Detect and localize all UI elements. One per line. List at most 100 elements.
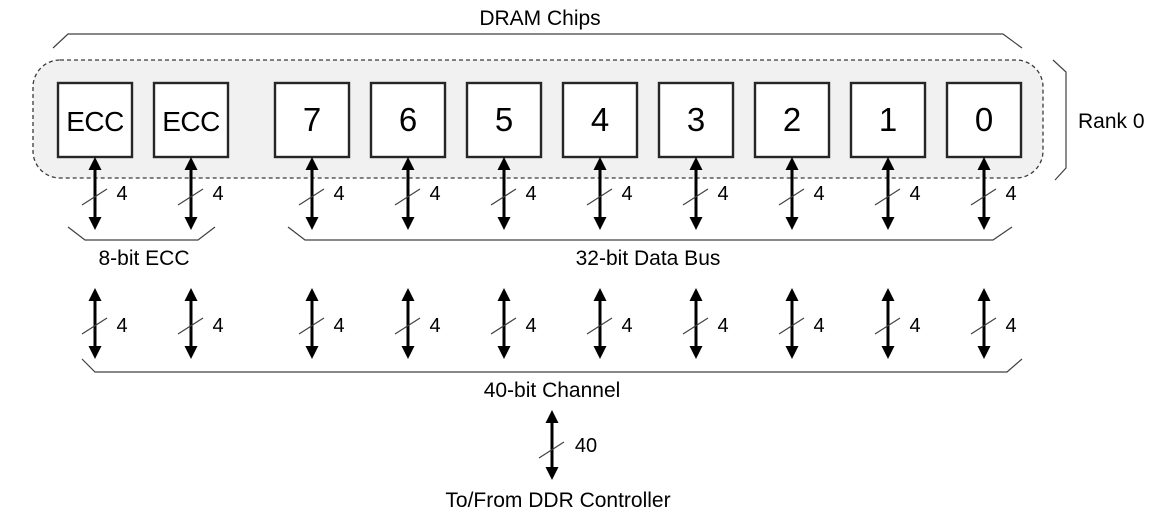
bus-width-label: 4 bbox=[909, 183, 920, 205]
dram-chip: 3 bbox=[657, 81, 735, 159]
arrow-head-up bbox=[184, 157, 198, 170]
bus-arrow: 4 bbox=[490, 288, 537, 359]
channel-label: 40-bit Channel bbox=[484, 379, 621, 402]
bus-arrow: 4 bbox=[682, 157, 729, 230]
arrow-head-up bbox=[401, 288, 415, 301]
bus-width-slash bbox=[490, 317, 517, 335]
bus-width-label: 4 bbox=[525, 315, 536, 337]
arrow-head-down bbox=[401, 346, 415, 359]
arrow-head-up bbox=[184, 288, 198, 301]
bus-width-slash bbox=[682, 188, 709, 206]
arrow-head-up bbox=[497, 157, 511, 170]
channel-bracket bbox=[81, 358, 1023, 373]
chip-label: 5 bbox=[495, 101, 513, 138]
chip-label: 1 bbox=[879, 101, 897, 138]
bus-arrow: 4 bbox=[298, 288, 345, 359]
arrow-head-up bbox=[88, 157, 102, 170]
dram-chip: 2 bbox=[753, 81, 831, 159]
chip-box bbox=[753, 81, 831, 159]
dram-chip: 0 bbox=[945, 81, 1023, 159]
bus-width-slash bbox=[970, 188, 997, 206]
bus-width-label: 4 bbox=[909, 315, 920, 337]
bus-width-label: 4 bbox=[621, 183, 632, 205]
bus-arrow: 4 bbox=[778, 157, 825, 230]
controller-label: To/From DDR Controller bbox=[445, 489, 670, 512]
bus-width-slash bbox=[586, 188, 613, 206]
bus-arrow: 4 bbox=[81, 157, 128, 230]
arrow-head-down bbox=[785, 346, 799, 359]
bus-arrow: 4 bbox=[177, 288, 224, 359]
dram-chip: ECC bbox=[152, 81, 230, 159]
bus-arrow: 4 bbox=[874, 288, 921, 359]
dram-chip: 4 bbox=[561, 81, 639, 159]
arrow-head-down bbox=[881, 217, 895, 230]
bus-width-slash bbox=[177, 188, 204, 206]
bus-width-slash bbox=[586, 317, 613, 335]
chip-box bbox=[56, 81, 134, 159]
bus-width-slash bbox=[778, 317, 805, 335]
arrow-head-up bbox=[545, 410, 559, 423]
arrow-head-down bbox=[401, 217, 415, 230]
bus-width-label: 4 bbox=[813, 183, 824, 205]
bus-arrow: 4 bbox=[298, 157, 345, 230]
chip-label: 4 bbox=[591, 101, 609, 138]
arrow-head-down bbox=[593, 346, 607, 359]
arrow-head-up bbox=[593, 288, 607, 301]
chip-box bbox=[273, 81, 351, 159]
dram-chips-bracket bbox=[52, 33, 1023, 49]
bus-width-slash bbox=[81, 317, 108, 335]
arrow-head-down bbox=[497, 346, 511, 359]
arrow-head-down bbox=[88, 217, 102, 230]
bus-arrow: 4 bbox=[394, 288, 441, 359]
arrow-head-up bbox=[977, 157, 991, 170]
arrow-head-down bbox=[497, 217, 511, 230]
arrow-head-up bbox=[977, 288, 991, 301]
bus-arrow: 4 bbox=[586, 157, 633, 230]
bus-width-label: 4 bbox=[813, 315, 824, 337]
arrow-head-down bbox=[881, 346, 895, 359]
bus-width-slash bbox=[682, 317, 709, 335]
arrow-head-up bbox=[593, 157, 607, 170]
bus-width-label: 4 bbox=[429, 183, 440, 205]
chip-box bbox=[561, 81, 639, 159]
chip-label: 3 bbox=[687, 101, 705, 138]
bus-width-label: 4 bbox=[1005, 315, 1016, 337]
bus-width-slash bbox=[394, 317, 421, 335]
bus-width-slash bbox=[177, 317, 204, 335]
bus-width-slash bbox=[874, 317, 901, 335]
bus-width-slash bbox=[298, 317, 325, 335]
arrow-head-up bbox=[881, 157, 895, 170]
bus-width-slash bbox=[538, 441, 565, 459]
chip-label: 6 bbox=[399, 101, 417, 138]
arrow-head-down bbox=[593, 217, 607, 230]
bus-arrow: 4 bbox=[970, 157, 1017, 230]
bus-arrow: 40 bbox=[538, 410, 597, 480]
dram-chip: 1 bbox=[849, 81, 927, 159]
bus-width-slash bbox=[778, 188, 805, 206]
arrow-head-down bbox=[88, 346, 102, 359]
arrow-head-down bbox=[785, 217, 799, 230]
bus-width-slash bbox=[394, 188, 421, 206]
bus-arrow: 4 bbox=[394, 157, 441, 230]
chip-box bbox=[369, 81, 447, 159]
chip-label: ECC bbox=[66, 106, 124, 137]
arrow-head-up bbox=[88, 288, 102, 301]
bus-width-label: 4 bbox=[116, 183, 127, 205]
bus-width-label: 4 bbox=[333, 183, 344, 205]
bus-width-label: 4 bbox=[212, 315, 223, 337]
arrow-head-up bbox=[689, 288, 703, 301]
dram-chip: 7 bbox=[273, 81, 351, 159]
bus-width-label: 4 bbox=[525, 183, 536, 205]
arrow-head-down bbox=[545, 467, 559, 480]
chip-label: 0 bbox=[975, 101, 993, 138]
arrow-head-up bbox=[305, 157, 319, 170]
bus-width-label: 4 bbox=[621, 315, 632, 337]
arrow-head-up bbox=[305, 288, 319, 301]
bus-width-slash bbox=[298, 188, 325, 206]
data-bus-label: 32-bit Data Bus bbox=[576, 247, 721, 270]
ecc-bus-bracket bbox=[67, 226, 216, 241]
bus-width-slash bbox=[970, 317, 997, 335]
bus-width-label: 4 bbox=[717, 183, 728, 205]
